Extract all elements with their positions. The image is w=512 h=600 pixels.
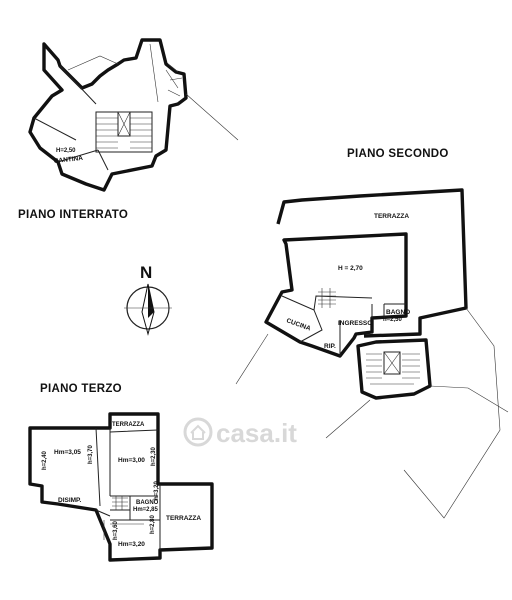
third-floor-bathroom-label: BAGNO (136, 500, 159, 506)
third-floor-inner-walls (95, 427, 161, 550)
basement-terrain-line (185, 93, 239, 141)
dim-h320: h=3,20 (154, 480, 160, 500)
second-floor-height: H = 2,70 (338, 265, 363, 272)
kitchen-label: CUCINA (285, 317, 311, 332)
basement-inner-walls (33, 65, 109, 171)
second-floor-internal-stair (318, 288, 336, 308)
dim-h360: h=3,60 (113, 520, 119, 540)
second-floor-stairwell (356, 338, 432, 400)
dim-h280: h=2,80 (150, 514, 156, 534)
section-title-third: PIANO TERZO (40, 383, 122, 395)
bathroom-height: h=2,50 (383, 317, 403, 323)
basement-side-steps (165, 69, 183, 97)
third-floor-bathroom-height: Hm=2,85 (133, 507, 159, 513)
storage-label: RIP. (324, 343, 336, 350)
dim-h240: h=2,40 (42, 450, 48, 470)
dim-h230: h=2,30 (151, 446, 157, 466)
second-floor-outer-wall (264, 232, 408, 358)
third-floor-terrace-bottom: TERRAZZA (166, 515, 201, 522)
section-title-second: PIANO SECONDO (347, 148, 449, 160)
watermark: casa.it (183, 417, 297, 448)
third-floor-room2: Hm=3,00 (118, 457, 145, 464)
terrace-outline (276, 188, 468, 338)
watermark-text: casa.it (216, 418, 297, 448)
compass-north-label: N (140, 263, 152, 282)
terrace-label: TERRAZZA (374, 213, 409, 220)
third-floor-room3: Hm=3,20 (118, 541, 145, 548)
third-floor-outer-wall (28, 412, 214, 562)
bathroom-label: BAGNO (386, 309, 410, 316)
hallway-label: DISIMP. (58, 497, 82, 504)
basement-outer-wall (28, 38, 188, 192)
second-floor-plan: TERRAZZA H = 2,70 CUCINA INGRESSO BAGNO … (235, 188, 509, 519)
basement-detail-lines (67, 43, 179, 103)
entrance-label: INGRESSO (338, 320, 372, 327)
third-floor-plan: TERRAZZA Hm=3,05 Hm=3,00 Hm=3,20 DISIMP.… (28, 412, 214, 562)
dim-h370: h=3,70 (88, 444, 94, 464)
second-floor-terrain-lines (235, 307, 509, 519)
third-floor-detail-lines (103, 520, 144, 540)
basement-height: H=2,50 (56, 148, 76, 154)
second-floor-inner-walls (281, 295, 406, 356)
third-floor-room1: Hm=3,05 (54, 449, 81, 456)
third-floor-terrace-top: TERRAZZA (112, 422, 145, 428)
basement-stairwell (95, 111, 153, 153)
section-title-basement: PIANO INTERRATO (18, 209, 128, 221)
basement-plan: H=2,50 CANTINA (28, 38, 239, 192)
watermark-house-icon (183, 417, 213, 447)
compass-north-arrow: N (124, 263, 172, 336)
cantina-label: CANTINA (53, 155, 83, 165)
third-floor-stair (112, 496, 128, 510)
